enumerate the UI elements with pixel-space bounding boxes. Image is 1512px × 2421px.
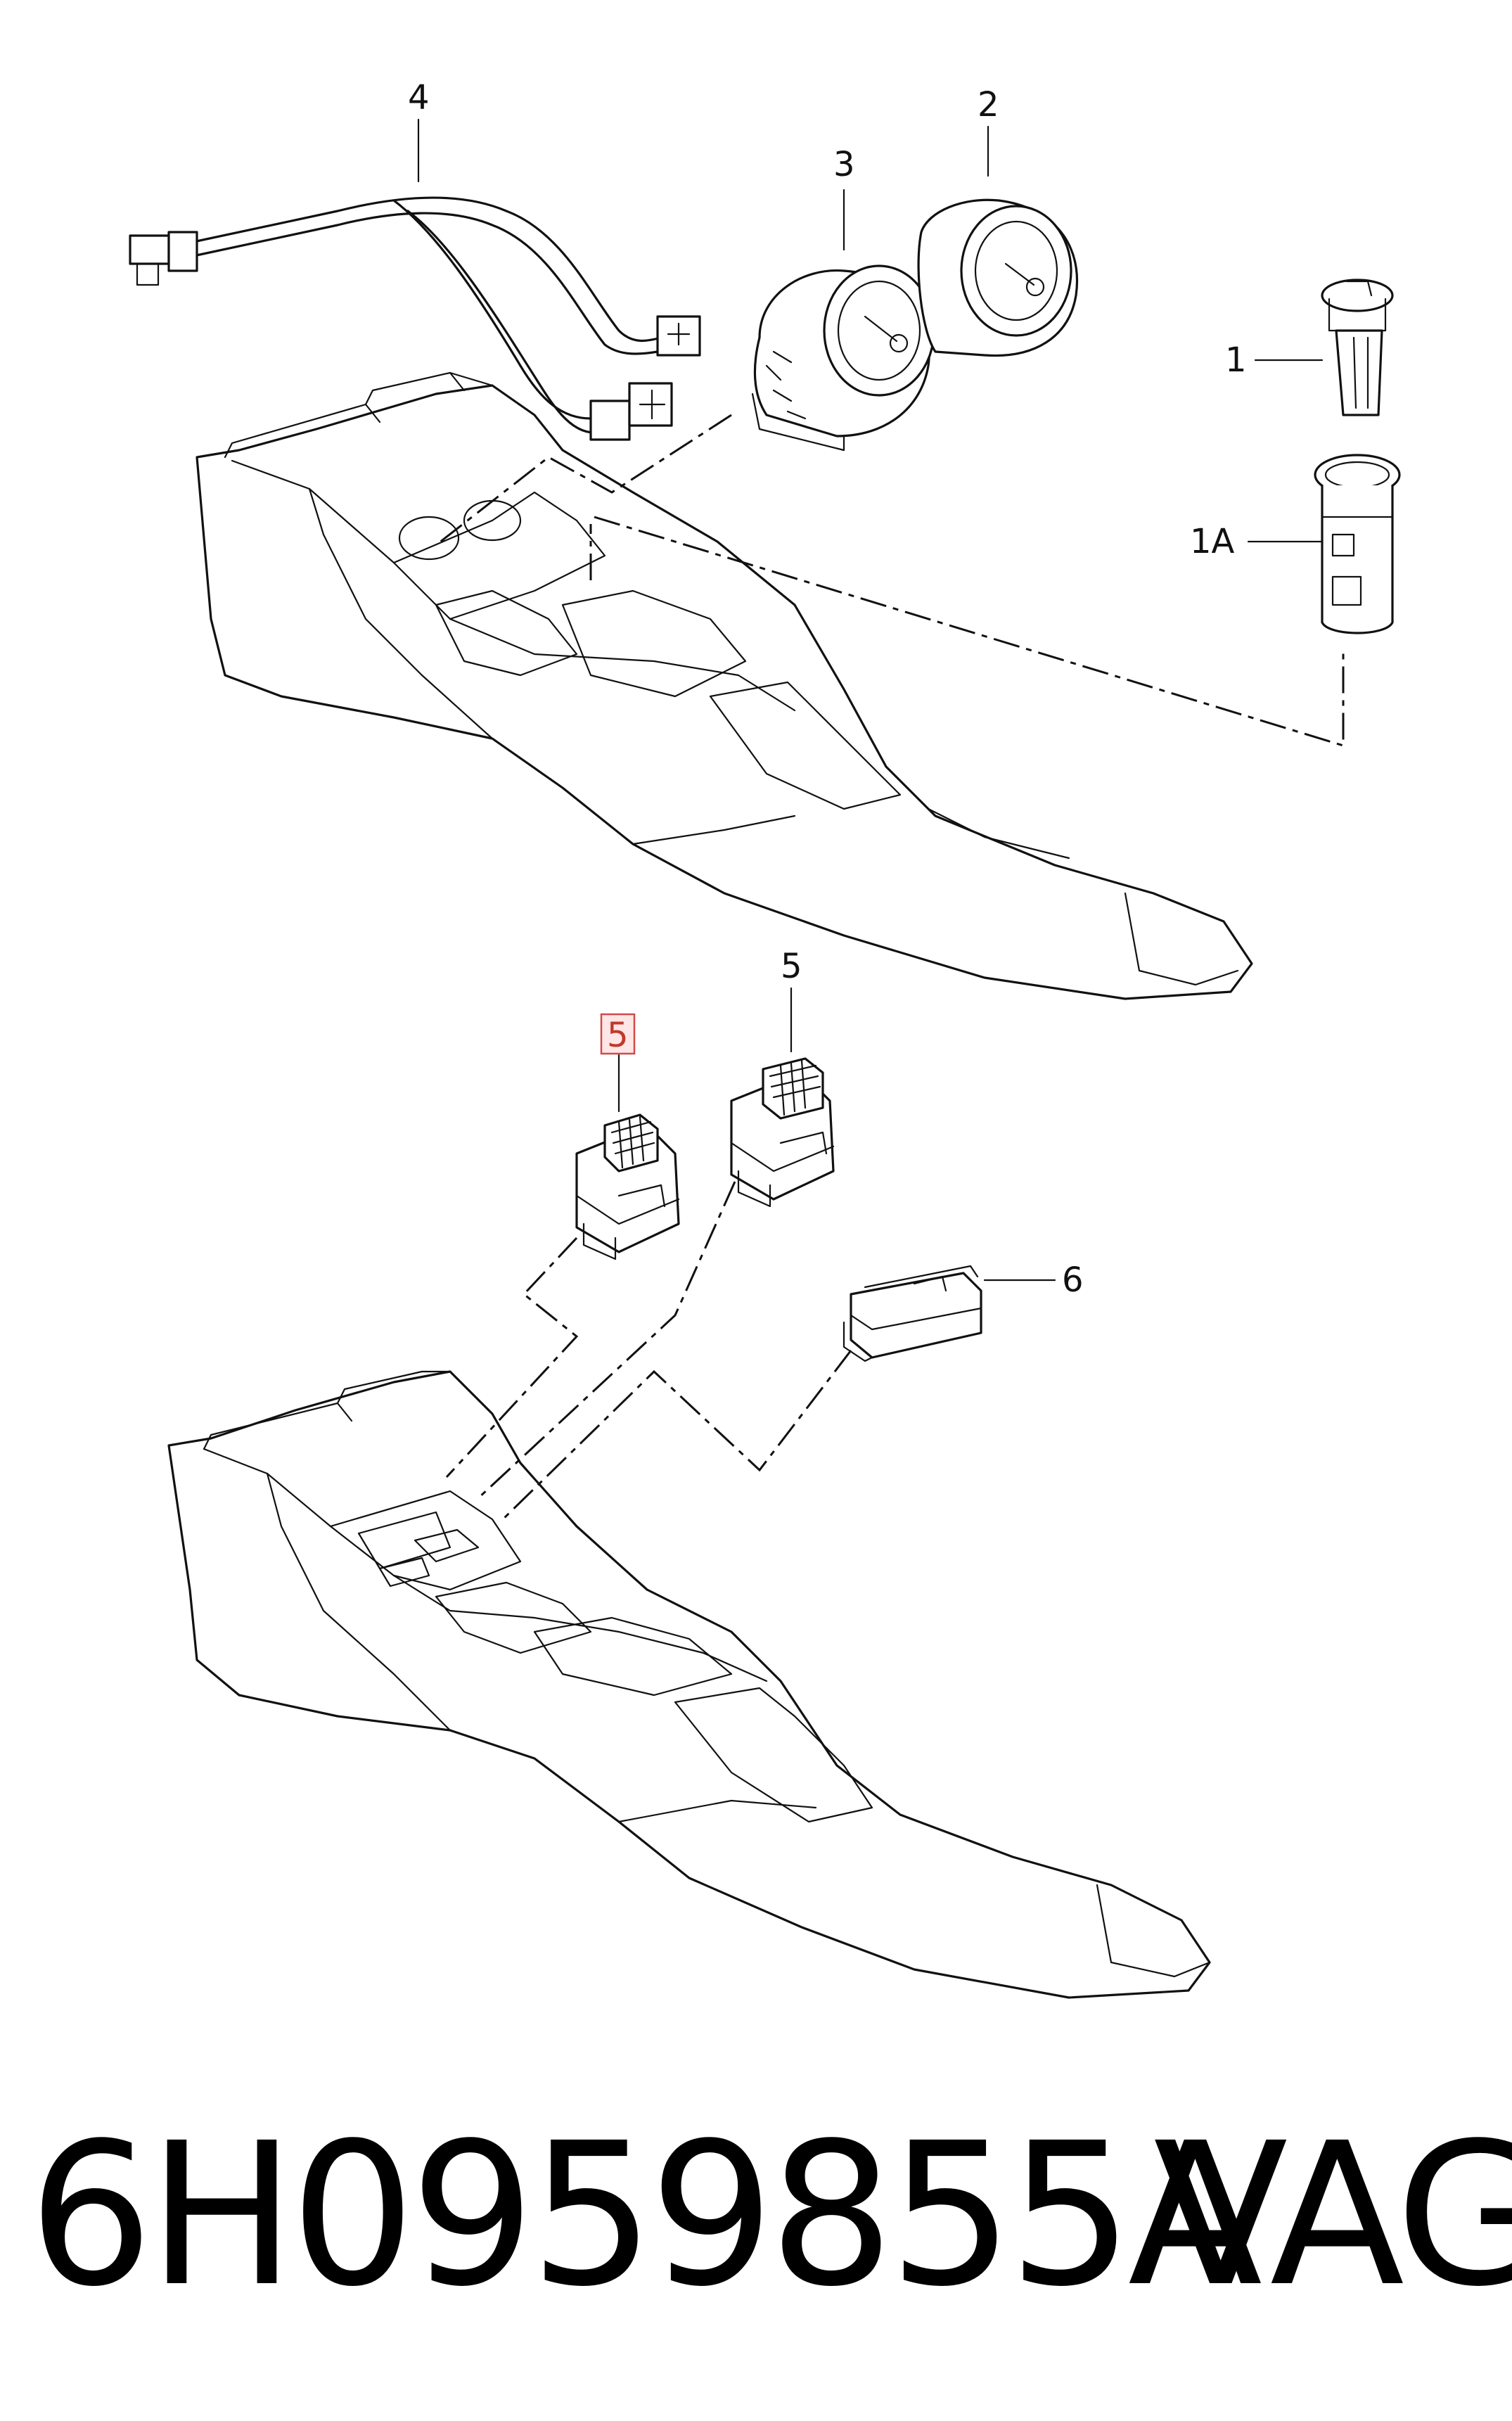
highlight-box-5 bbox=[600, 1013, 636, 1055]
gauge-cluster-3 bbox=[751, 264, 935, 452]
connector-line-switch-right bbox=[477, 1181, 736, 1500]
connector-line-switch-6 bbox=[501, 1350, 852, 1521]
callout-5: 5 bbox=[781, 947, 802, 986]
callout-2: 2 bbox=[978, 85, 999, 124]
window-switch-5-left bbox=[575, 1113, 680, 1260]
callout-4: 4 bbox=[408, 78, 430, 117]
upper-center-console bbox=[196, 371, 1253, 1000]
callout-5-highlighted: 5 bbox=[607, 1016, 629, 1055]
brand-name: VAG bbox=[1153, 2101, 1512, 2330]
callout-1a: 1A bbox=[1190, 522, 1235, 561]
gauge-cluster-2 bbox=[917, 198, 1078, 357]
callout-3: 3 bbox=[833, 145, 855, 184]
lighter-element-1 bbox=[1321, 279, 1394, 416]
connector-line-switch-left bbox=[445, 1237, 579, 1478]
switch-6 bbox=[843, 1265, 982, 1362]
window-switch-5-right bbox=[730, 1057, 835, 1208]
part-number: 6H0959855A bbox=[28, 2101, 1262, 2330]
connector-line-gauges bbox=[435, 414, 732, 547]
lighter-socket-1a bbox=[1314, 454, 1401, 634]
callout-1: 1 bbox=[1225, 340, 1247, 380]
callout-6: 6 bbox=[1062, 1260, 1084, 1300]
lower-center-console bbox=[167, 1370, 1211, 1999]
connector-line-lighter bbox=[594, 516, 1345, 748]
wiring-harness-4 bbox=[129, 196, 701, 441]
